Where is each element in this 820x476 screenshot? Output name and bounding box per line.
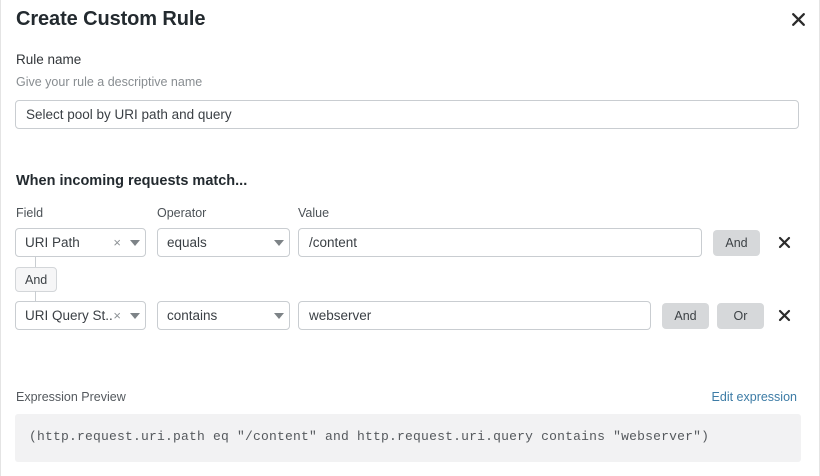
rule-name-label: Rule name bbox=[16, 52, 82, 67]
field-select-1[interactable]: URI Path × bbox=[15, 228, 146, 257]
close-icon[interactable] bbox=[785, 6, 811, 32]
operator-select-2[interactable]: contains bbox=[157, 301, 290, 330]
and-button-1[interactable]: And bbox=[713, 230, 760, 256]
and-button-2[interactable]: And bbox=[662, 303, 709, 329]
dialog-title: Create Custom Rule bbox=[16, 8, 206, 30]
operator-select-1-value: equals bbox=[167, 235, 207, 250]
chevron-down-icon[interactable] bbox=[125, 239, 145, 246]
operator-select-1[interactable]: equals bbox=[157, 228, 290, 257]
group-connector-and[interactable]: And bbox=[15, 267, 58, 292]
field-select-2[interactable]: URI Query St... × bbox=[15, 301, 146, 330]
clear-icon[interactable]: × bbox=[113, 234, 121, 250]
clear-icon[interactable]: × bbox=[113, 307, 121, 323]
column-header-operator: Operator bbox=[157, 206, 207, 220]
expression-preview-box bbox=[15, 414, 801, 462]
column-header-field: Field bbox=[16, 206, 44, 220]
field-select-2-value: URI Query St... bbox=[25, 308, 114, 323]
value-input-1[interactable] bbox=[298, 228, 702, 257]
chevron-down-icon[interactable] bbox=[269, 312, 289, 319]
operator-select-2-value: contains bbox=[167, 308, 218, 323]
chevron-down-icon[interactable] bbox=[125, 312, 145, 319]
field-select-1-value: URI Path bbox=[25, 235, 80, 250]
value-input-2[interactable] bbox=[298, 301, 651, 330]
delete-condition-icon-1[interactable] bbox=[771, 229, 797, 255]
rule-name-help-text: Give your rule a descriptive name bbox=[16, 75, 203, 89]
or-button-2[interactable]: Or bbox=[717, 303, 764, 329]
connector-line-top bbox=[35, 257, 36, 268]
condition-row: URI Path × equals And bbox=[1, 228, 819, 260]
delete-condition-icon-2[interactable] bbox=[771, 302, 797, 328]
expression-preview-label: Expression Preview bbox=[16, 390, 126, 404]
edit-expression-link[interactable]: Edit expression bbox=[711, 390, 797, 404]
rule-name-input[interactable] bbox=[15, 100, 799, 129]
column-header-value: Value bbox=[298, 206, 330, 220]
chevron-down-icon[interactable] bbox=[269, 239, 289, 246]
connector-line-bottom bbox=[35, 291, 36, 301]
conditions-heading: When incoming requests match... bbox=[16, 173, 248, 189]
condition-row: URI Query St... × contains And Or bbox=[1, 301, 819, 333]
expression-preview-code: (http.request.uri.path eq "/content" and… bbox=[29, 429, 710, 444]
